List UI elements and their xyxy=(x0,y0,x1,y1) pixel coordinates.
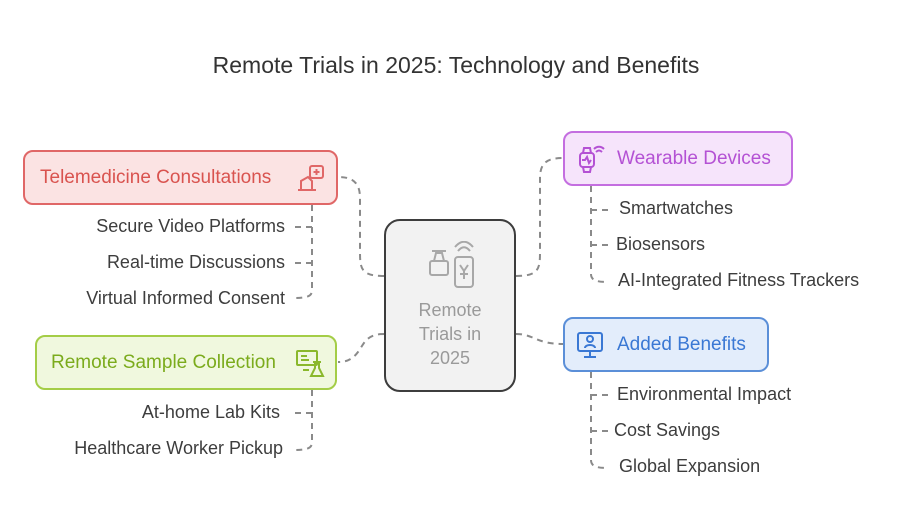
branch-wearable-devices: Wearable Devices xyxy=(563,131,793,186)
medical-device-icon xyxy=(298,165,324,191)
central-topic-line3: 2025 xyxy=(429,348,471,368)
central-topic-line1: Remote xyxy=(418,300,482,320)
branch-sample-collection-label: Remote Sample Collection xyxy=(51,351,276,373)
connector-wearable-items xyxy=(590,186,609,283)
list-item: Global Expansion xyxy=(619,456,761,476)
list-item: Healthcare Worker Pickup xyxy=(74,438,283,458)
branch-added-benefits-label: Added Benefits xyxy=(617,333,746,355)
remote-trial-icon xyxy=(429,241,474,288)
central-topic: Remote Trials in 2025 xyxy=(384,219,516,392)
list-item: Smartwatches xyxy=(619,198,734,218)
central-topic-line2: Trials in xyxy=(418,324,482,344)
smartwatch-icon xyxy=(579,145,605,173)
person-screen-icon xyxy=(577,332,603,358)
branch-sample-collection: Remote Sample Collection xyxy=(35,335,337,390)
connector-benefits-items xyxy=(590,372,609,469)
list-item: Biosensors xyxy=(616,234,706,254)
connector-tele-items xyxy=(293,205,313,299)
monitor-flask-icon xyxy=(296,350,325,377)
connector-sample-items xyxy=(293,390,313,451)
branch-telemedicine: Telemedicine Consultations xyxy=(23,150,338,205)
connector-wearable xyxy=(515,157,564,277)
list-item: Real-time Discussions xyxy=(106,252,285,272)
branch-wearable-devices-label: Wearable Devices xyxy=(617,147,771,169)
branch-added-benefits: Added Benefits xyxy=(563,317,769,372)
list-item: Secure Video Platforms xyxy=(96,216,285,236)
connector-sample xyxy=(337,333,385,363)
list-item: Cost Savings xyxy=(614,420,721,440)
branch-telemedicine-label: Telemedicine Consultations xyxy=(40,166,272,188)
list-item: Environmental Impact xyxy=(617,384,792,404)
diagram-title: Remote Trials in 2025: Technology and Be… xyxy=(212,52,700,78)
connector-telemedicine xyxy=(337,176,385,277)
connector-benefits xyxy=(515,333,564,345)
list-item: Virtual Informed Consent xyxy=(86,288,285,308)
list-item: AI-Integrated Fitness Trackers xyxy=(618,270,860,290)
list-item: At-home Lab Kits xyxy=(141,402,280,422)
